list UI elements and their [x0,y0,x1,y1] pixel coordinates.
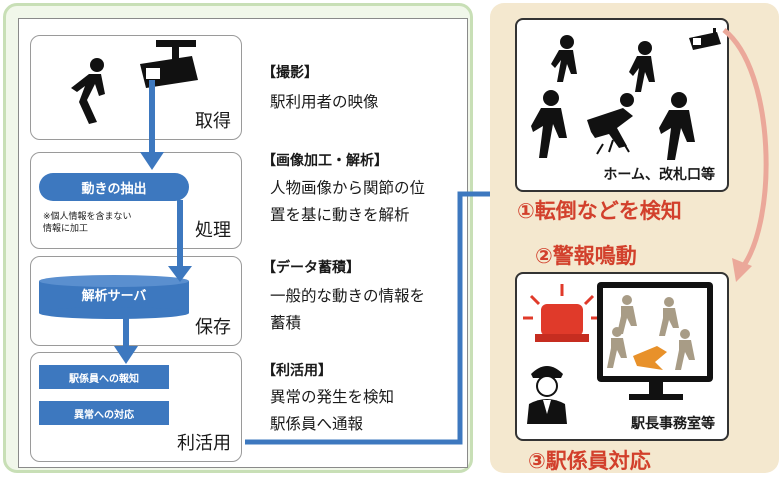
platform-caption: ホーム、改札口等 [603,167,715,183]
platform-scene: ホーム、改札口等 [515,18,729,192]
extract-motion-pill: 動きの抽出 [39,173,189,201]
desc-line-utilize-2: 駅係員へ通報 [270,415,364,433]
privacy-note-line-2: 情報に加工 [43,224,89,234]
stage-label-process: 処理 [195,220,231,241]
stage-label-utilize: 利活用 [177,433,231,454]
office-scene: 駅長事務室等 [515,272,729,441]
step3-staff-response: ③駅係員対応 [528,449,651,473]
desc-line-utilize-1: 異常の発生を検知 [270,388,395,406]
walking-person-icon [71,58,105,124]
server-cylinder-icon [39,275,189,319]
desc-title-analysis: 【画像加工・解析】 [262,153,388,169]
desc-title-utilize: 【利活用】 [262,363,332,379]
step2-alarm: ②警報鳴動 [535,244,637,268]
desc-line-storage-1: 一般的な動きの情報を [270,287,426,305]
desc-line-capture-1: 駅利用者の映像 [270,93,379,111]
stage-acquire: 取得 [30,35,242,140]
stage-utilize: 駅係員への報知 異常への対応 利活用 [30,352,242,462]
stage-store: 解析サーバ 保存 [30,256,242,346]
privacy-note-line-1: ※個人情報を含まない [43,212,132,222]
notify-staff-box: 駅係員への報知 [39,365,169,389]
office-caption: 駅長事務室等 [631,416,715,432]
respond-anomaly-box: 異常への対応 [39,401,169,425]
desc-line-analysis-2: 置を基に動きを解析 [270,206,410,224]
privacy-note: ※個人情報を含まない 情報に加工 [43,211,132,235]
step1-detect-fall: ①転倒などを検知 [517,199,682,223]
analysis-server-label: 解析サーバ [81,289,147,304]
office-illustration [523,282,713,424]
desc-title-storage: 【データ蓄積】 [262,260,360,276]
people-silhouettes-icon [531,28,721,160]
station-staff-icon [527,366,567,424]
monitor-icon [597,282,713,400]
stage-process: 動きの抽出 ※個人情報を含まない 情報に加工 処理 [30,152,242,249]
desc-line-storage-2: 蓄積 [270,314,302,332]
stage-label-acquire: 取得 [195,111,231,132]
desc-title-capture: 【撮影】 [262,65,318,81]
stage-label-store: 保存 [195,317,231,338]
desc-line-analysis-1: 人物画像から関節の位 [270,179,426,197]
